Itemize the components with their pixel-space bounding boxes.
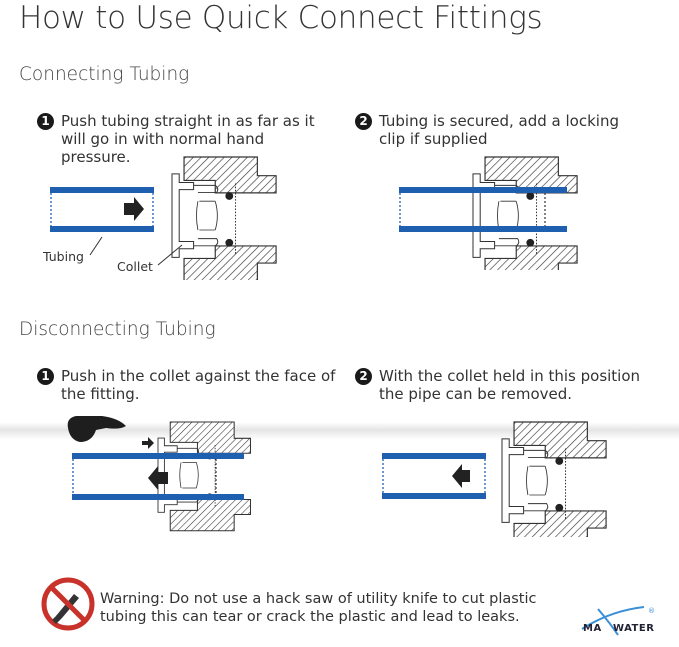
connect-step-2: 2 Tubing is secured, add a locking clip … [355,112,635,148]
step-number-badge: 1 [37,368,54,385]
step-text: Push tubing straight in as far as it wil… [61,112,315,166]
logo-registered-mark: ® [648,607,655,615]
step-number-badge: 2 [355,113,372,130]
page-title: How to Use Quick Connect Fittings [19,0,543,36]
section-heading-connecting: Connecting Tubing [19,64,190,85]
label-collet: Collet [117,259,153,274]
logo-text-left: MA [583,623,602,634]
logo-text-right: WATER [613,623,655,634]
warning-text: Warning: Do not use a hack saw of utilit… [100,591,537,625]
step-number-badge: 2 [355,368,372,385]
diagram-disconnect-step-2 [382,421,607,537]
maxwater-logo: MA WATER ® [580,605,660,639]
diagram-connect-step-1 [50,156,277,280]
step-text: With the collet held in this position th… [379,367,641,403]
diagram-disconnect-step-1 [67,416,251,532]
no-knife-icon [41,577,95,631]
section-heading-disconnecting: Disconnecting Tubing [19,319,216,340]
disconnect-step-1: 1 Push in the collet against the face of… [37,367,337,403]
label-tubing: Tubing [43,249,84,264]
diagram-connect-step-2 [399,156,578,270]
disconnect-step-2: 2 With the collet held in this position … [355,367,645,403]
step-number-badge: 1 [37,113,54,130]
connect-step-1: 1 Push tubing straight in as far as it w… [37,112,337,166]
step-text: Tubing is secured, add a locking clip if… [379,112,619,148]
step-text: Push in the collet against the face of t… [61,367,336,403]
hand-icon [67,416,126,442]
